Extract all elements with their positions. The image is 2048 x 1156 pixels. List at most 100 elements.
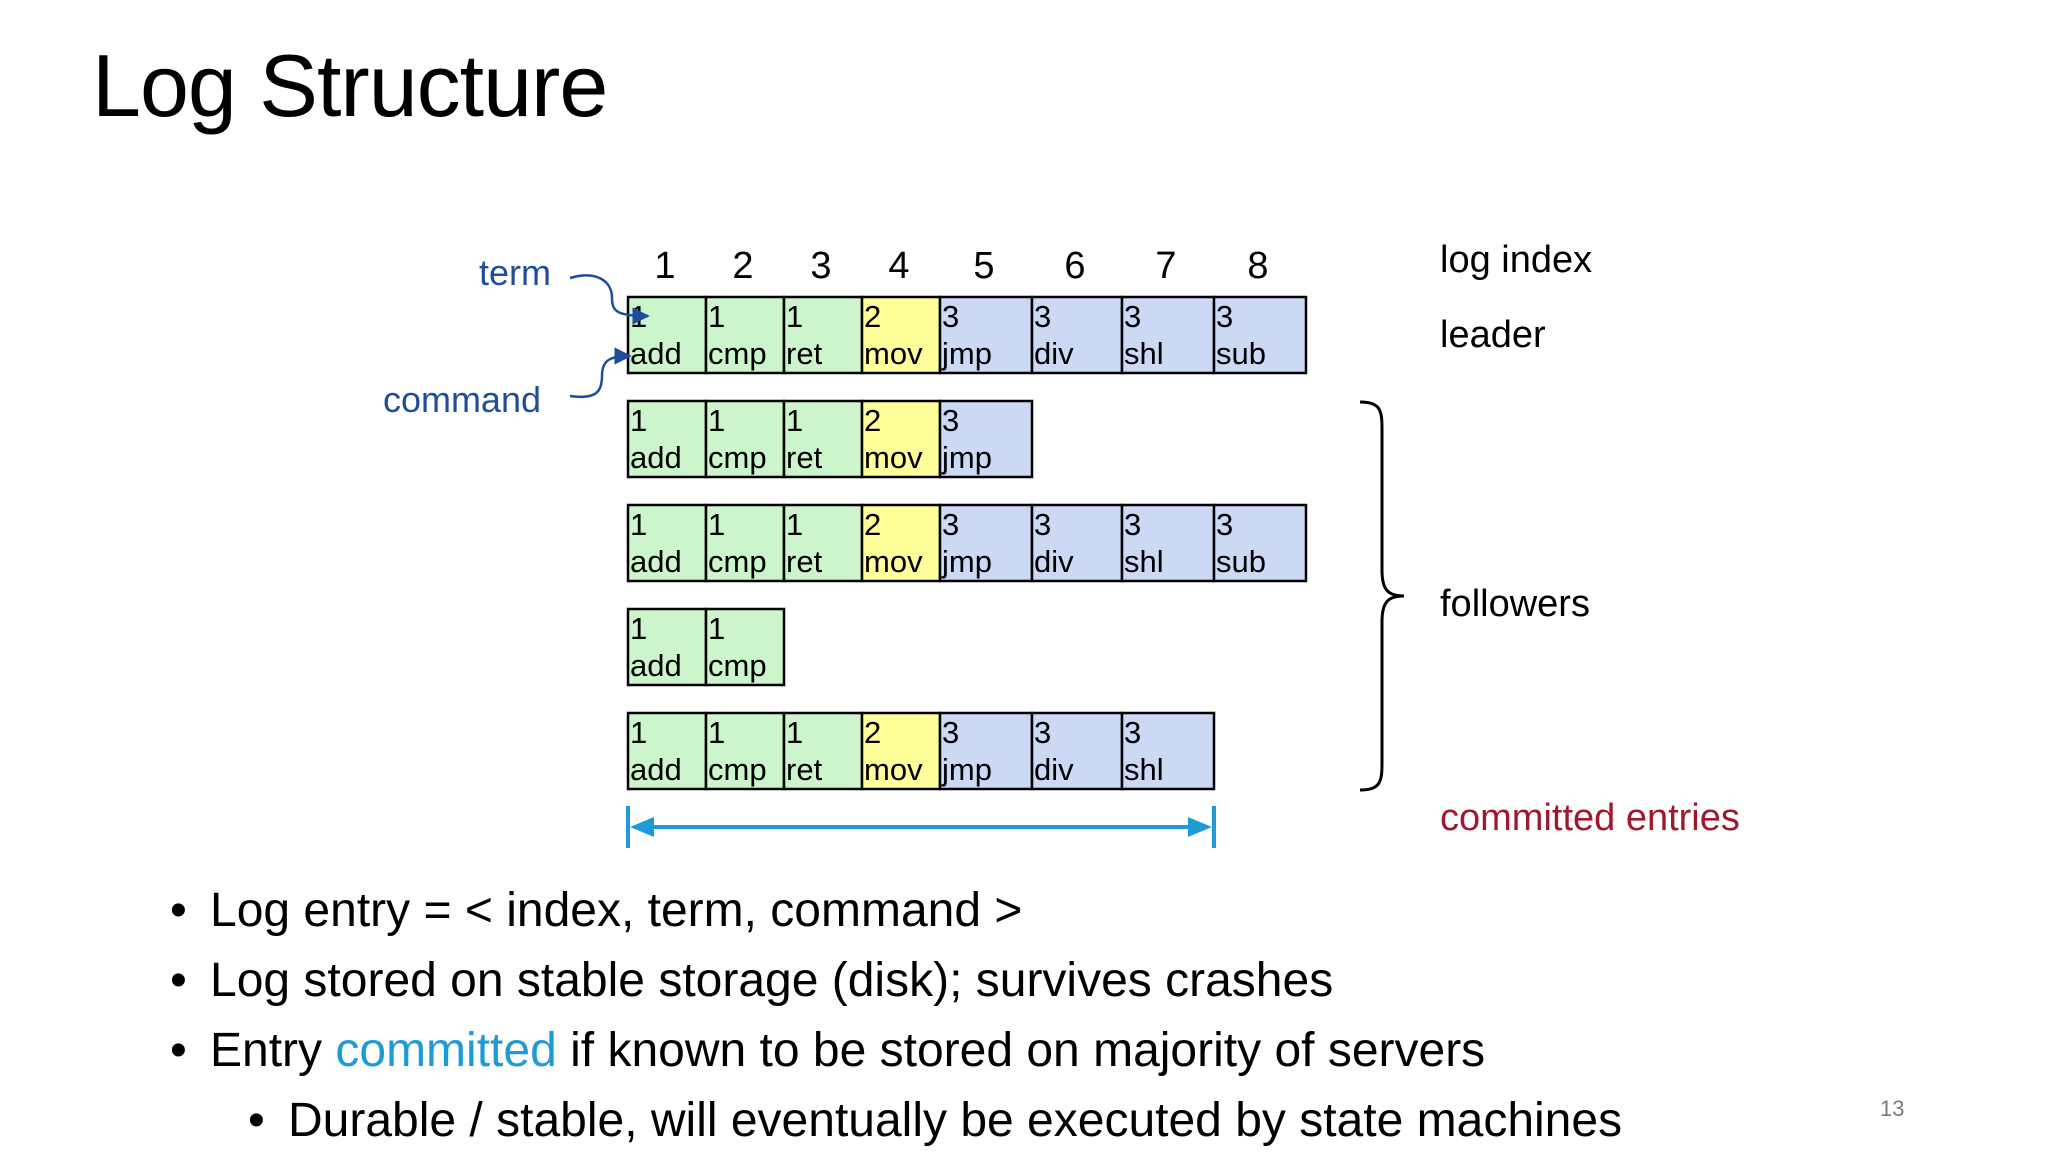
log-entry-command: jmp — [941, 336, 992, 371]
log-entry-command: cmp — [708, 648, 767, 683]
log-entry-command: add — [630, 336, 682, 371]
log-entry-command: ret — [786, 544, 823, 579]
log-entry-command: cmp — [708, 752, 767, 787]
followers-caption: followers — [1440, 583, 1590, 625]
log-entry-command: shl — [1124, 544, 1164, 579]
log-entry-command: jmp — [941, 440, 992, 475]
log-entry-command: ret — [786, 752, 823, 787]
log-entry-box — [1030, 503, 1124, 583]
bullet-text-before: Entry — [210, 1024, 336, 1077]
log-entry-command: shl — [1124, 752, 1164, 787]
log-entry-term: 2 — [864, 403, 881, 438]
log-entry-term: 1 — [786, 507, 803, 542]
log-entry-box — [860, 711, 942, 791]
log-entry-box — [860, 295, 942, 375]
log-entry-box — [1030, 295, 1124, 375]
log-entry-term: 1 — [786, 299, 803, 334]
bullet-item: Log entry = < index, term, command > — [170, 876, 1622, 946]
log-entry-command: sub — [1216, 544, 1266, 579]
log-entry-command: ret — [786, 336, 823, 371]
followers-brace — [1359, 400, 1405, 792]
log-entry-term: 1 — [630, 715, 647, 750]
term-pointer-arrow — [569, 274, 650, 325]
log-entry-box — [1120, 711, 1216, 791]
log-entry-command: add — [630, 752, 682, 787]
annotations: term command — [383, 252, 650, 420]
log-index-label: 7 — [1155, 245, 1176, 287]
command-annotation: command — [383, 379, 541, 420]
log-index-label: 4 — [888, 245, 909, 287]
log-entry-term: 3 — [1034, 299, 1051, 334]
log-rows: 1add1cmp1ret2mov3jmp3div3shl3sub1add1cmp… — [626, 295, 1308, 791]
log-entry-term: 1 — [786, 403, 803, 438]
log-entry-term: 3 — [1124, 507, 1141, 542]
log-entry-box — [860, 503, 942, 583]
log-entry-box — [1120, 295, 1216, 375]
log-entry-command: add — [630, 648, 682, 683]
committed-span-left-arrowhead — [630, 817, 654, 837]
command-pointer-arrow — [569, 347, 632, 399]
log-entry-box — [860, 399, 942, 479]
log-index-label: 6 — [1064, 245, 1085, 287]
log-entry-term: 3 — [1124, 299, 1141, 334]
log-entry-term: 3 — [942, 299, 959, 334]
committed-span-right-arrowhead — [1188, 817, 1212, 837]
log-entry-term: 3 — [942, 715, 959, 750]
bullet-text: Log stored on stable storage (disk); sur… — [210, 954, 1334, 1007]
log-entry-box — [626, 503, 708, 583]
log-entry-box — [938, 295, 1034, 375]
log-entry-box — [704, 399, 786, 479]
log-entry-term: 2 — [864, 507, 881, 542]
log-entry-command: add — [630, 440, 682, 475]
log-entry-term: 3 — [1124, 715, 1141, 750]
log-index-label: 2 — [732, 245, 753, 287]
log-entry-box — [938, 399, 1034, 479]
log-entry-term: 1 — [630, 403, 647, 438]
log-entry-command: cmp — [708, 544, 767, 579]
log-entry-command: sub — [1216, 336, 1266, 371]
log-index-caption: log index — [1440, 239, 1592, 281]
term-annotation: term — [479, 252, 551, 293]
log-entry-box — [938, 503, 1034, 583]
log-entry-term: 1 — [708, 507, 725, 542]
log-entry-box — [1212, 295, 1308, 375]
log-entry-term: 3 — [1034, 507, 1051, 542]
committed-entries-caption: committed entries — [1440, 797, 1740, 839]
log-entry-term: 1 — [630, 611, 647, 646]
log-entry-box — [938, 711, 1034, 791]
log-entry-command: mov — [864, 544, 923, 579]
log-index-label: 8 — [1247, 245, 1268, 287]
log-entry-term: 3 — [1216, 507, 1233, 542]
bullet-text: Log entry = < index, term, command > — [210, 884, 1023, 937]
log-entry-command: div — [1034, 336, 1074, 371]
log-entry-term: 1 — [630, 507, 647, 542]
log-entry-command: div — [1034, 544, 1074, 579]
log-entry-box — [782, 295, 864, 375]
log-entry-term: 3 — [942, 507, 959, 542]
log-entry-box — [782, 503, 864, 583]
